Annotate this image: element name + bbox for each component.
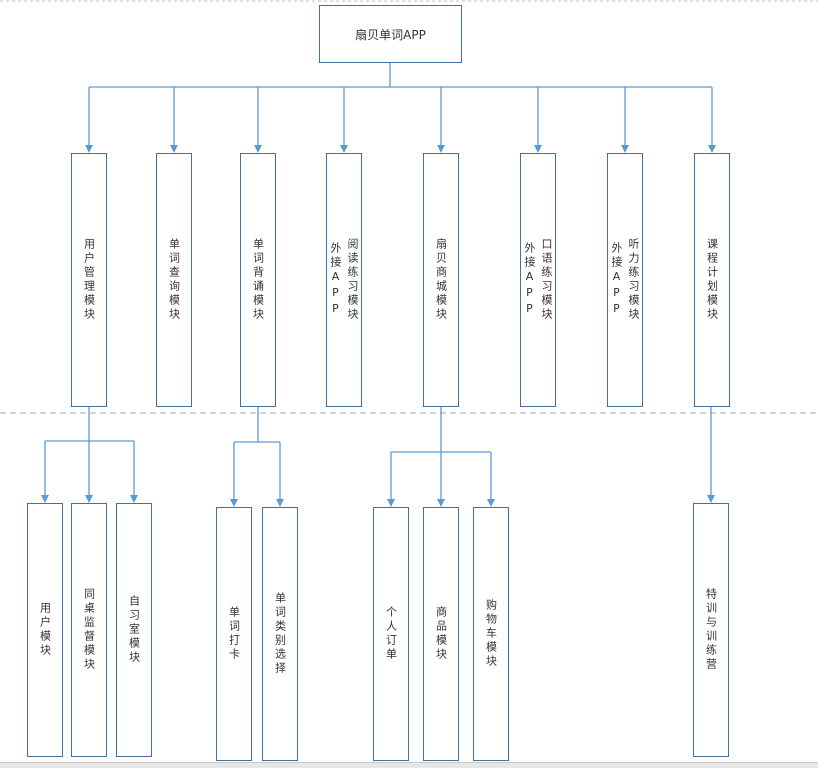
arrowhead <box>437 145 445 153</box>
submodule-word-category[interactable]: 单词类别选择 <box>262 507 298 761</box>
submodule-label: 用户模块 <box>38 602 52 658</box>
submodule-deskmate-supervise[interactable]: 同桌监督模块 <box>71 503 107 757</box>
arrowhead <box>85 495 93 503</box>
submodule-label: 单词打卡 <box>227 606 241 662</box>
arrowhead <box>340 145 348 153</box>
module-speaking[interactable]: 口语练习模块 外接APP <box>520 153 556 407</box>
arrowhead <box>85 145 93 153</box>
arrowhead <box>254 145 262 153</box>
arrowhead <box>230 499 238 507</box>
module-listening[interactable]: 听力练习模块 外接APP <box>607 153 643 407</box>
module-user-management[interactable]: 用户管理模块 <box>71 153 107 407</box>
submodule-training-camp[interactable]: 特训与训练营 <box>693 503 729 757</box>
submodule-personal-orders[interactable]: 个人订单 <box>373 507 409 761</box>
arrowhead <box>487 499 495 507</box>
module-label: 单词背诵模块 <box>251 238 265 322</box>
module-label: 阅读练习模块 外接APP <box>329 238 359 322</box>
module-word-memorize[interactable]: 单词背诵模块 <box>240 153 276 407</box>
arrowhead <box>708 145 716 153</box>
module-label: 听力练习模块 外接APP <box>610 238 640 322</box>
arrowhead <box>534 145 542 153</box>
arrowhead <box>437 499 445 507</box>
submodule-products[interactable]: 商品模块 <box>423 507 459 761</box>
module-label: 课程计划模块 <box>705 238 719 322</box>
arrowhead <box>707 495 715 503</box>
module-reading[interactable]: 阅读练习模块 外接APP <box>326 153 362 407</box>
arrowhead <box>41 495 49 503</box>
submodule-label: 商品模块 <box>434 606 448 662</box>
submodule-study-room[interactable]: 自习室模块 <box>116 503 152 757</box>
root-label: 扇贝单词APP <box>355 27 426 42</box>
module-label: 用户管理模块 <box>82 238 96 322</box>
module-label: 口语练习模块 外接APP <box>523 238 553 322</box>
submodule-label: 自习室模块 <box>127 595 141 665</box>
submodule-label: 个人订单 <box>384 606 398 662</box>
arrowhead <box>276 499 284 507</box>
root-node[interactable]: 扇贝单词APP <box>319 5 462 63</box>
submodule-word-checkin[interactable]: 单词打卡 <box>216 507 252 761</box>
submodule-label: 特训与训练营 <box>704 588 718 672</box>
arrowhead <box>387 499 395 507</box>
submodule-user[interactable]: 用户模块 <box>27 503 63 757</box>
arrowhead <box>130 495 138 503</box>
module-label: 单词查询模块 <box>167 238 181 322</box>
window-bottom-bar <box>0 762 818 768</box>
submodule-label: 购物车模块 <box>484 599 498 669</box>
arrowhead <box>621 145 629 153</box>
module-course-plan[interactable]: 课程计划模块 <box>694 153 730 407</box>
submodule-label: 单词类别选择 <box>273 592 287 676</box>
submodule-shopping-cart[interactable]: 购物车模块 <box>473 507 509 761</box>
module-label: 扇贝商城模块 <box>434 238 448 322</box>
arrowhead <box>170 145 178 153</box>
submodule-label: 同桌监督模块 <box>82 588 96 672</box>
module-word-query[interactable]: 单词查询模块 <box>156 153 192 407</box>
module-mall[interactable]: 扇贝商城模块 <box>423 153 459 407</box>
